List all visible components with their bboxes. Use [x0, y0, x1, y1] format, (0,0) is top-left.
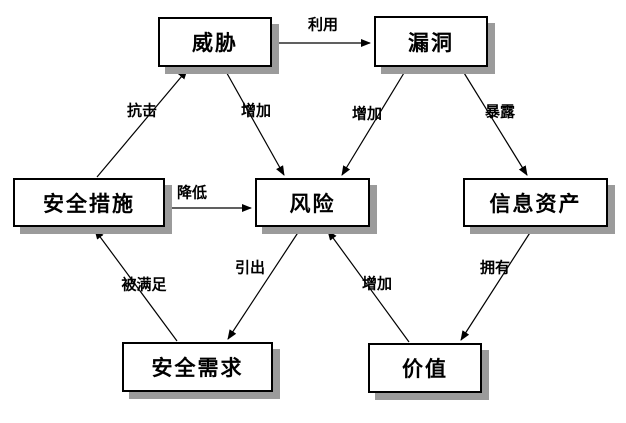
edge-label-threat-increases-risk: 增加 — [240, 101, 272, 120]
edge-label-value-increases-risk: 增加 — [361, 274, 393, 293]
edge-label-vulnerability-exposes-assets: 暴露 — [484, 102, 516, 121]
node-value: 价值 — [368, 343, 482, 393]
edge-risk-derives-requirements — [227, 227, 302, 340]
edge-label-measures-reduce-risk: 降低 — [176, 183, 208, 202]
edge-vulnerability-increases-risk — [341, 67, 408, 176]
edge-value-increases-risk — [327, 230, 410, 343]
node-risk: 风险 — [255, 178, 370, 227]
edge-label-requirements-satisfied-by-measures: 被满足 — [121, 275, 167, 294]
node-threat: 威胁 — [158, 17, 272, 67]
edge-requirements-satisfied-by-measures — [94, 229, 178, 342]
edge-assets-own-value — [460, 227, 534, 341]
edge-threat-increases-risk — [223, 67, 285, 176]
edge-label-threat-exploits-vulnerability: 利用 — [307, 15, 339, 34]
edge-label-measures-resist-threat: 抗击 — [126, 101, 158, 120]
node-vulnerability: 漏洞 — [374, 16, 488, 67]
edge-vulnerability-exposes-assets — [460, 67, 528, 176]
edge-label-assets-own-value: 拥有 — [479, 258, 511, 277]
edge-label-risk-derives-requirements: 引出 — [234, 258, 266, 277]
node-security-requirements: 安全需求 — [122, 342, 273, 392]
edge-label-vulnerability-increases-risk: 增加 — [351, 104, 383, 123]
edge-measures-resist-threat — [96, 69, 188, 178]
node-security-measures: 安全措施 — [13, 178, 165, 227]
node-info-assets: 信息资产 — [463, 178, 608, 227]
